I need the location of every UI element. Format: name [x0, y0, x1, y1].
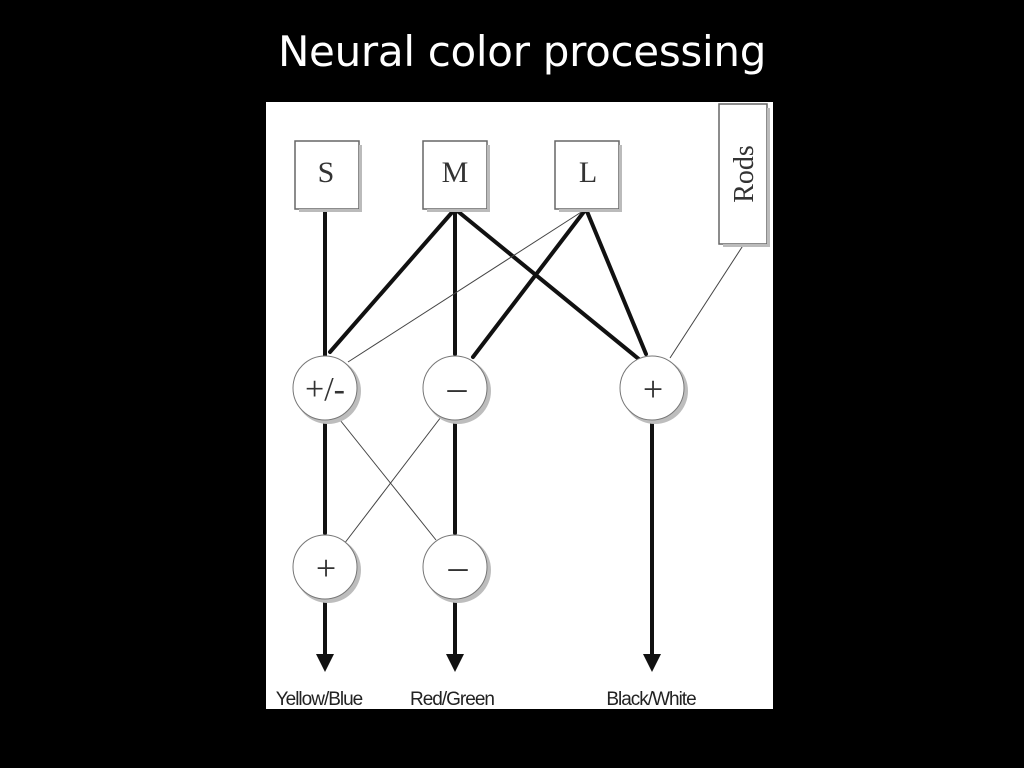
node-yellow-blue-stage: + — [292, 534, 361, 603]
node-opponent-sml: +/- — [292, 355, 361, 424]
connection-opponent-ml-to-yb — [343, 416, 442, 545]
arrowhead-red-green — [446, 654, 464, 672]
receptor-m-label: M — [442, 156, 469, 189]
slide-title: Neural color processing — [277, 27, 767, 76]
color-processing-diagram: S M L Rods +/- – — [276, 103, 770, 709]
receptor-l-label: L — [579, 156, 597, 189]
connection-m-to-opponent-sml — [328, 207, 457, 354]
receptor-rods: Rods — [718, 103, 770, 247]
receptor-m: M — [422, 140, 490, 212]
connection-rods-to-luminance — [669, 243, 745, 359]
connection-m-to-luminance — [453, 207, 642, 362]
node-opponent-ml-label: – — [447, 367, 468, 409]
node-opponent-sml-label: +/- — [305, 371, 345, 408]
secondary-connections — [339, 208, 745, 545]
output-label-black-white: Black/White — [606, 689, 696, 709]
node-opponent-ml: – — [422, 355, 491, 424]
node-red-green-stage-label: – — [448, 546, 469, 588]
connection-l-to-opponent-ml — [471, 207, 588, 359]
node-yellow-blue-stage-label: + — [316, 548, 336, 588]
receptor-s-label: S — [318, 156, 335, 189]
primary-connections — [323, 207, 648, 535]
node-red-green-stage: – — [422, 534, 491, 603]
arrowhead-black-white — [643, 654, 661, 672]
receptor-l: L — [554, 140, 622, 212]
output-label-red-green: Red/Green — [410, 689, 494, 709]
receptor-s: S — [294, 140, 362, 212]
diagram-panel: S M L Rods +/- – — [266, 102, 773, 709]
connection-l-to-opponent-sml — [347, 208, 587, 363]
receptor-rods-label: Rods — [729, 145, 760, 203]
node-luminance: + — [619, 355, 688, 424]
node-luminance-label: + — [643, 369, 663, 409]
output-label-yellow-blue: Yellow/Blue — [276, 689, 363, 709]
connection-opponent-sml-to-rg — [339, 419, 437, 541]
arrowheads — [316, 654, 661, 672]
output-arrows — [323, 421, 654, 658]
arrowhead-yellow-blue — [316, 654, 334, 672]
connection-l-to-luminance — [584, 207, 648, 356]
